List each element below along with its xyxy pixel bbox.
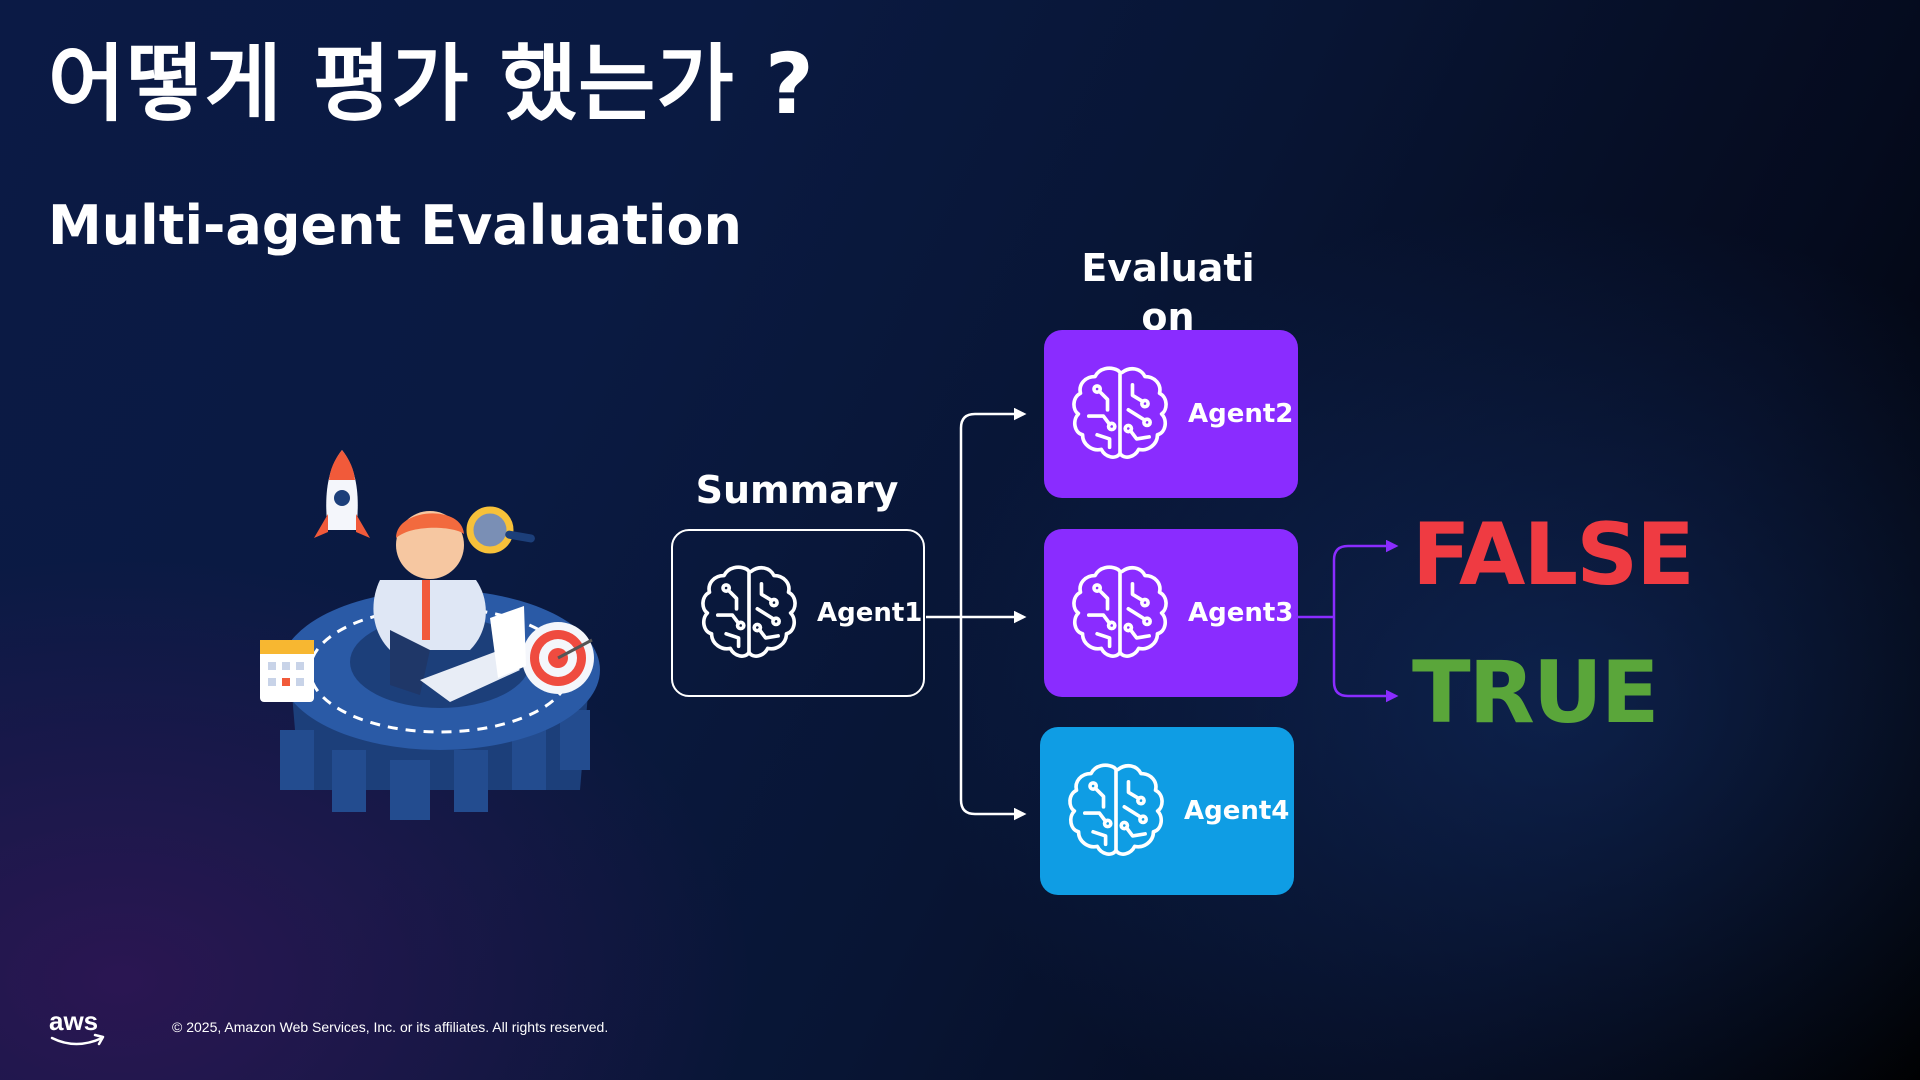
agent3-box[interactable]: Agent3 <box>1044 529 1298 697</box>
agent2-label: Agent2 <box>1188 399 1294 429</box>
agent2-box[interactable]: Agent2 <box>1044 330 1298 498</box>
agent4-box[interactable]: Agent4 <box>1040 727 1294 895</box>
magnifier-icon <box>466 506 535 554</box>
true-result-label: TRUE <box>1412 643 1659 743</box>
agent1-box[interactable]: Agent1 <box>671 529 925 697</box>
aws-logo-text: aws <box>49 1008 98 1036</box>
calendar-icon <box>260 640 314 702</box>
target-icon <box>522 622 594 694</box>
rocket-icon <box>314 450 370 538</box>
brain-circuit-icon <box>1072 366 1168 459</box>
brain-circuit-icon <box>1068 763 1164 856</box>
brain-circuit-icon <box>1072 565 1168 658</box>
copyright-text: © 2025, Amazon Web Services, Inc. or its… <box>172 1019 609 1035</box>
agent4-label: Agent4 <box>1184 796 1290 826</box>
arrow-to-agent2 <box>959 407 1027 617</box>
agent3-label: Agent3 <box>1188 598 1294 628</box>
person-on-gear-illustration <box>260 450 600 820</box>
brain-circuit-icon <box>701 565 797 658</box>
slide-title: 어떻게 평가 했는가 ? <box>48 35 815 133</box>
arrow-to-true <box>1332 617 1399 703</box>
person-icon <box>373 511 526 702</box>
evaluation-label: Evaluation <box>1081 246 1255 340</box>
false-result-label: FALSE <box>1412 505 1695 605</box>
agent1-label: Agent1 <box>817 598 923 628</box>
aws-logo: aws <box>49 1008 105 1046</box>
summary-label: Summary <box>695 468 899 512</box>
arrow-to-false <box>1332 539 1399 617</box>
arrow-to-agent4 <box>959 617 1027 821</box>
slide-subtitle: Multi-agent Evaluation <box>48 194 742 257</box>
